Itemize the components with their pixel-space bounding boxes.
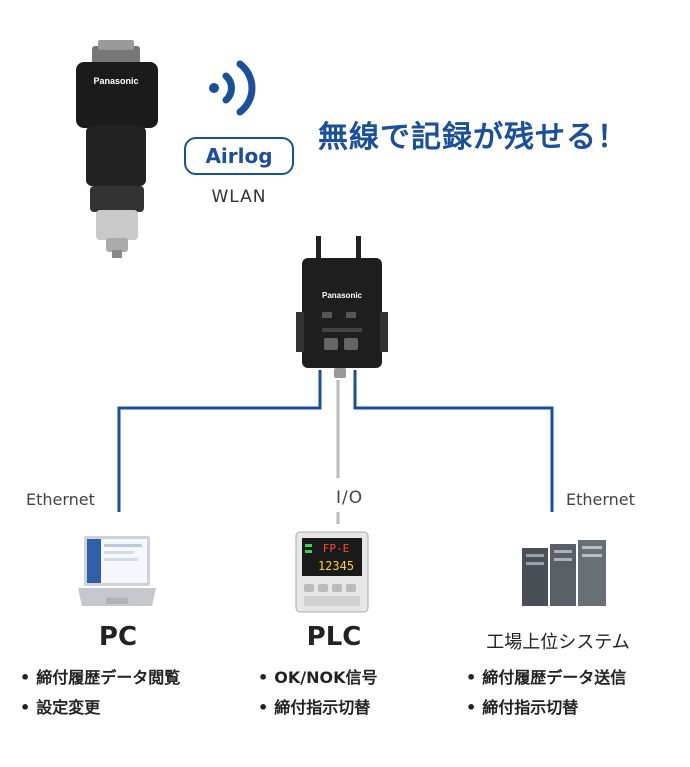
factory-system-feature: 締付履歴データ送信 (466, 664, 626, 688)
plc-display-bottom: 12345 (318, 559, 354, 573)
plc-title: PLC (306, 622, 362, 652)
pc-feature: 設定変更 (20, 694, 100, 718)
airlog-badge: Airlog (184, 137, 294, 175)
pc-feature: 締付履歴データ閲覧 (20, 664, 180, 688)
ethernet-label-right: Ethernet (566, 490, 635, 509)
factory-system-feature: 締付指示切替 (466, 694, 578, 718)
plc-image: FP-E 12345 (295, 531, 369, 613)
wifi-icon (209, 60, 256, 116)
factory-system-title: 工場上位システム (486, 632, 630, 653)
plc-feature: 締付指示切替 (258, 694, 370, 718)
server-rack-image (522, 540, 606, 606)
wlan-label: WLAN (211, 187, 267, 207)
ethernet-label-left: Ethernet (26, 490, 95, 509)
plc-display-top: FP-E (323, 542, 350, 555)
ethernet-line-right (353, 370, 554, 512)
brand-logo: Panasonic (93, 76, 138, 86)
receiver-unit-image: Panasonic (296, 236, 388, 378)
laptop-image (78, 536, 156, 606)
receiver-brand: Panasonic (322, 291, 363, 300)
ethernet-line-left (117, 370, 322, 512)
nutrunner-tool-image: Panasonic (76, 40, 158, 258)
plc-feature: OK/NOK信号 (258, 664, 377, 688)
pc-title: PC (98, 622, 138, 652)
headline: 無線で記録が残せる！ (318, 120, 628, 155)
io-label: I/O (336, 488, 364, 508)
